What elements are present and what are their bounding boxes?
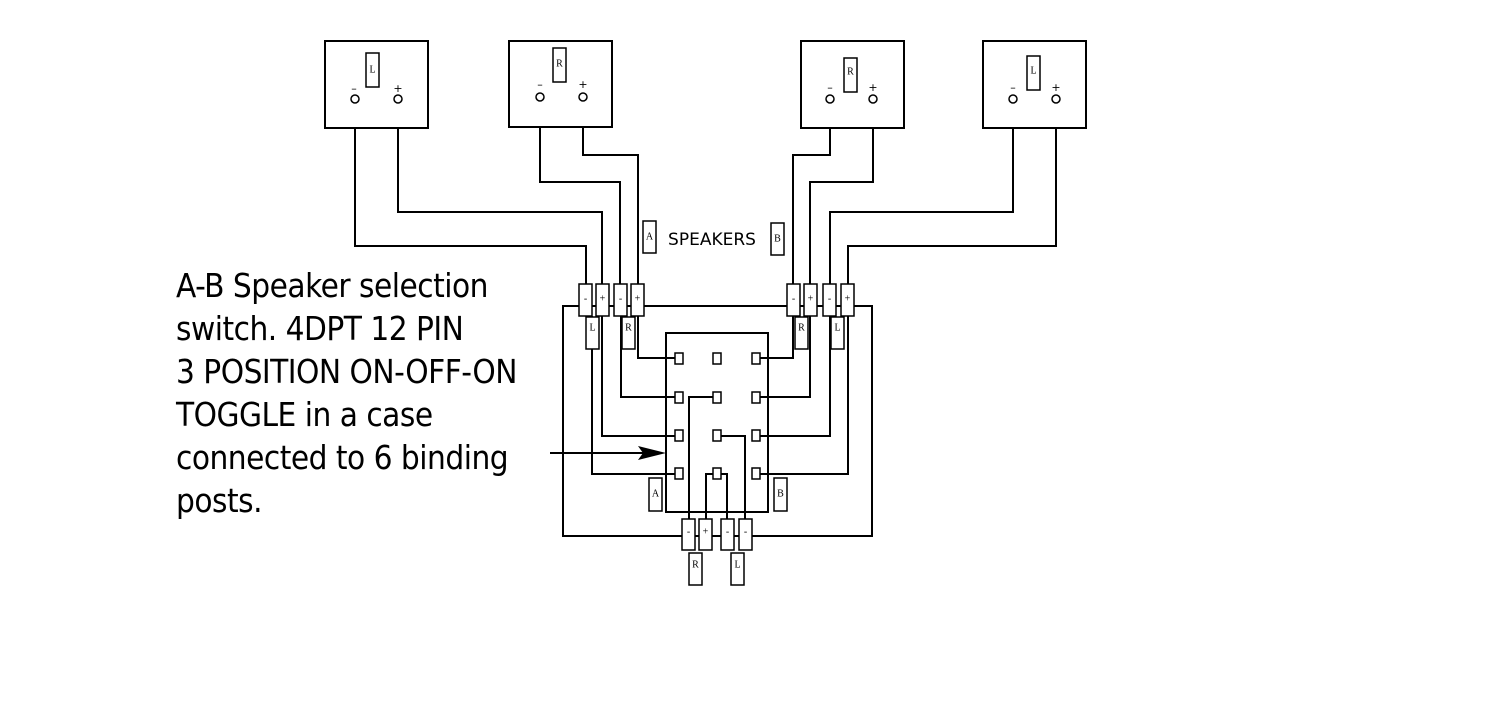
post-polarity: + bbox=[635, 293, 641, 304]
posts-bottom: - + - - R L bbox=[681, 518, 753, 586]
channel-tag bbox=[794, 316, 809, 350]
post-polarity: - bbox=[619, 293, 622, 304]
post-polarity: + bbox=[703, 526, 709, 537]
speaker-2-channel: R bbox=[556, 58, 563, 69]
speakers-legend: A SPEAKERS B bbox=[642, 220, 785, 256]
switch-pins bbox=[674, 352, 761, 480]
post-polarity: + bbox=[600, 293, 606, 304]
speaker-3-neg-label: – bbox=[827, 81, 833, 94]
binding-post bbox=[822, 283, 837, 317]
channel-tag-label: R bbox=[798, 322, 805, 333]
speaker-3-pos-label: + bbox=[868, 81, 877, 94]
post-polarity: - bbox=[584, 293, 587, 304]
binding-post bbox=[630, 283, 645, 317]
channel-tag bbox=[585, 316, 600, 350]
post-polarity: - bbox=[828, 293, 831, 304]
speaker-2: R – + bbox=[508, 40, 613, 128]
post-polarity: + bbox=[845, 293, 851, 304]
legend-b-tag bbox=[770, 222, 785, 256]
speaker-2-pos-label: + bbox=[578, 78, 587, 91]
wire-speaker3-pos bbox=[809, 101, 874, 284]
speaker-wires bbox=[354, 100, 1057, 284]
binding-post bbox=[786, 283, 801, 317]
speaker-1-channel: L bbox=[369, 64, 375, 75]
posts-left: - + - + L R bbox=[578, 283, 645, 350]
caption-line: 3 POSITION ON-OFF-ON bbox=[176, 352, 517, 391]
speaker-4-channel: L bbox=[1030, 65, 1036, 76]
speaker-4-pos-label: + bbox=[1051, 81, 1060, 94]
caption-pointer-arrow bbox=[550, 446, 666, 460]
binding-post bbox=[578, 283, 593, 317]
speaker-3-tag bbox=[843, 57, 858, 93]
legend-b-label: B bbox=[774, 233, 781, 244]
speaker-4-neg-label: – bbox=[1010, 81, 1016, 94]
speaker-4-tag bbox=[1026, 55, 1041, 91]
caption-line: connected to 6 binding bbox=[176, 438, 509, 477]
wire-speaker2-neg bbox=[539, 100, 621, 284]
post-polarity: - bbox=[687, 526, 690, 537]
case-side-b-tag bbox=[773, 477, 788, 512]
post-polarity: - bbox=[726, 526, 729, 537]
binding-post bbox=[613, 283, 628, 317]
channel-tag-label: L bbox=[834, 322, 840, 333]
speaker-1-tag bbox=[365, 52, 380, 88]
channel-tag-label: L bbox=[589, 322, 595, 333]
post-polarity: + bbox=[808, 293, 814, 304]
channel-tag bbox=[621, 316, 636, 350]
speaker-2-neg-label: – bbox=[537, 78, 543, 91]
speaker-3: R – + bbox=[800, 40, 905, 129]
speaker-4: L – + bbox=[982, 40, 1087, 129]
case-side-b-label: B bbox=[777, 488, 784, 499]
speaker-1: L – + bbox=[324, 40, 429, 129]
binding-post bbox=[738, 518, 753, 551]
wire-speaker4-neg bbox=[829, 101, 1014, 284]
speaker-4-neg-terminal bbox=[1008, 94, 1018, 104]
binding-post bbox=[720, 518, 735, 551]
post-polarity: - bbox=[744, 526, 747, 537]
channel-tag-label: R bbox=[692, 559, 699, 570]
speaker-2-tag bbox=[552, 47, 567, 83]
caption-line: A-B Speaker selection bbox=[176, 266, 488, 305]
legend-title: SPEAKERS bbox=[668, 230, 756, 250]
speaker-2-pos-terminal bbox=[578, 92, 588, 102]
channel-tag bbox=[688, 552, 703, 586]
speaker-2-neg-terminal bbox=[535, 92, 545, 102]
switch-case: A B - + - + L R - + - + bbox=[562, 283, 873, 586]
channel-tag-label: L bbox=[734, 559, 740, 570]
caption-line: TOGGLE in a case bbox=[176, 395, 433, 434]
binding-post bbox=[595, 283, 610, 317]
binding-post bbox=[803, 283, 818, 317]
binding-post bbox=[681, 518, 696, 551]
case-side-a-tag bbox=[648, 477, 663, 512]
caption-text: A-B Speaker selection switch. 4DPT 12 PI… bbox=[176, 264, 556, 522]
speaker-1-pos-terminal bbox=[393, 94, 403, 104]
speaker-1-neg-label: – bbox=[351, 82, 357, 95]
post-polarity: - bbox=[792, 293, 795, 304]
posts-right: - + - + R L bbox=[786, 283, 855, 350]
channel-tag-label: R bbox=[625, 322, 632, 333]
wire-speaker1-pos bbox=[397, 101, 603, 284]
speaker-1-pos-label: + bbox=[393, 82, 402, 95]
speaker-3-channel: R bbox=[847, 66, 854, 77]
speaker-4-pos-terminal bbox=[1051, 94, 1061, 104]
channel-tag bbox=[730, 552, 745, 586]
binding-post bbox=[698, 518, 713, 551]
legend-a-tag bbox=[642, 220, 657, 254]
internal-wires bbox=[591, 316, 849, 519]
channel-tag bbox=[830, 316, 845, 350]
caption-line: switch. 4DPT 12 PIN bbox=[176, 309, 464, 348]
legend-a-label: A bbox=[646, 231, 654, 242]
speaker-3-pos-terminal bbox=[868, 94, 878, 104]
speaker-3-neg-terminal bbox=[825, 94, 835, 104]
wire-speaker4-pos bbox=[847, 101, 1057, 284]
wire-speaker1-neg bbox=[354, 101, 587, 284]
speaker-1-neg-terminal bbox=[350, 94, 360, 104]
binding-post bbox=[840, 283, 855, 317]
caption-line: posts. bbox=[176, 481, 263, 520]
case-side-a-label: A bbox=[652, 488, 660, 499]
